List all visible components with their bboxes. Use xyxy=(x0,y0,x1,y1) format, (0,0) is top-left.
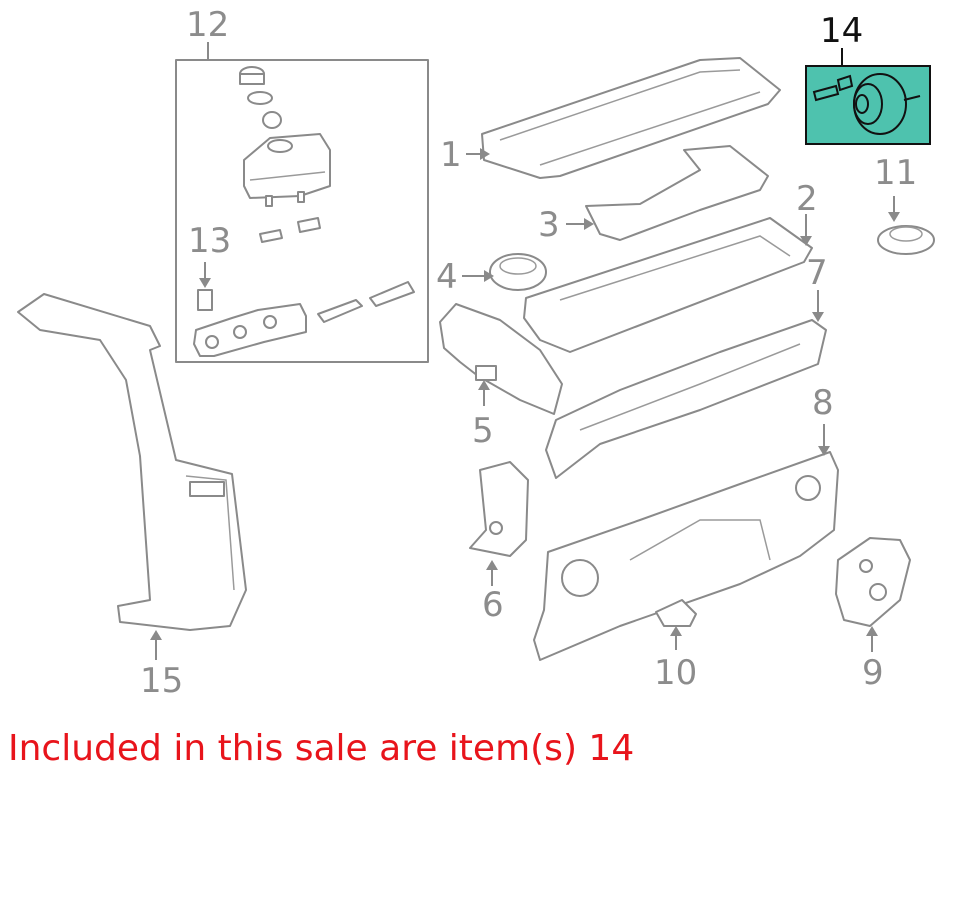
bracket-10[interactable] xyxy=(655,599,697,650)
grommet-11[interactable] xyxy=(877,196,935,255)
callout-12: 12 xyxy=(186,5,229,45)
callout-11: 11 xyxy=(874,153,917,193)
insulator-panel-9[interactable] xyxy=(835,537,911,652)
callout-7: 7 xyxy=(806,253,828,293)
callout-9: 9 xyxy=(862,653,884,693)
grommet-4[interactable] xyxy=(462,253,547,291)
master-cylinder-group[interactable] xyxy=(175,42,429,363)
callout-6: 6 xyxy=(482,585,504,625)
dash-panel[interactable] xyxy=(533,424,839,661)
callout-2: 2 xyxy=(796,179,818,219)
callout-4: 4 xyxy=(436,257,458,297)
callout-5: 5 xyxy=(472,411,494,451)
upper-dash-panel[interactable] xyxy=(545,290,827,479)
dash-bracket-6[interactable] xyxy=(469,461,529,586)
callout-13: 13 xyxy=(188,221,231,261)
callout-15: 15 xyxy=(140,661,183,701)
callout-14: 14 xyxy=(820,11,863,51)
hinge-pillar[interactable] xyxy=(17,293,247,660)
callout-8: 8 xyxy=(812,383,834,423)
cowl-bracket[interactable] xyxy=(566,145,769,241)
cowl-top-panel[interactable] xyxy=(523,214,813,353)
callout-3: 3 xyxy=(538,205,560,245)
sale-note: Included in this sale are item(s) 14 xyxy=(8,728,635,769)
callout-10: 10 xyxy=(654,653,697,693)
side-cowl-panel[interactable] xyxy=(439,303,563,415)
cowl-vent-panel[interactable] xyxy=(466,57,781,179)
callout-1: 1 xyxy=(440,135,462,175)
brake-booster-14[interactable] xyxy=(805,48,931,145)
parts-diagram: 1 2 3 4 5 6 7 8 9 10 11 12 13 14 15 xyxy=(17,5,935,701)
